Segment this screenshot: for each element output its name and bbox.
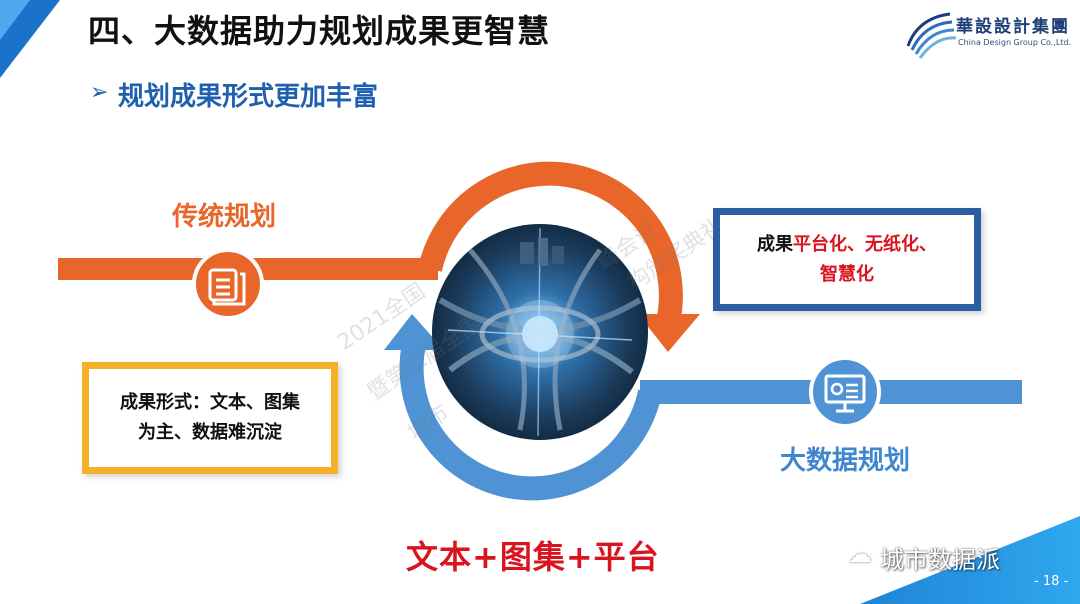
bigdata-result-line: 成果平台化、无纸化、 <box>757 230 937 260</box>
corner-decoration-bottom-right <box>860 516 1080 604</box>
bigdata-arrowhead <box>384 314 444 350</box>
bigdata-result-box: 成果平台化、无纸化、 智慧化 <box>713 208 981 311</box>
traditional-planning-label: 传统规划 <box>172 202 277 232</box>
corner-decoration-top-left-light <box>0 0 30 40</box>
page-title: 四、大数据助力规划成果更智慧 <box>88 12 551 50</box>
traditional-result-line: 为主、数据难沉淀 <box>138 422 282 443</box>
traditional-result-line: 成果形式：文本、图集 <box>120 392 300 413</box>
monitor-chart-icon <box>809 356 881 428</box>
arrow-bullet-icon: ➢ <box>90 80 109 105</box>
bigdata-planning-label: 大数据规划 <box>780 446 911 476</box>
wechat-account-name: 城市数据派 <box>880 546 1000 574</box>
bigdata-result-highlight: 智慧化 <box>820 263 874 285</box>
bigdata-arc <box>399 341 662 501</box>
traditional-arc <box>418 161 683 325</box>
section-subtitle: 规划成果形式更加丰富 <box>118 82 379 112</box>
traditional-arrowhead <box>638 314 700 352</box>
bigdata-result-prefix: 成果 <box>757 233 793 255</box>
company-logo-mark <box>906 12 957 59</box>
company-logo-english: China Design Group Co.,Ltd. <box>958 38 1072 47</box>
document-stack-icon <box>192 248 264 320</box>
company-logo-text: 華設設計集團 <box>956 17 1070 37</box>
bigdata-result-highlight: 平台化、无纸化、 <box>793 233 937 255</box>
city-interchange-photo <box>432 224 648 440</box>
wechat-icon: ☁ <box>848 540 872 568</box>
page-number: - 18 - <box>1034 574 1069 589</box>
result-formula: 文本+图集+平台 <box>406 538 660 576</box>
traditional-result-box: 成果形式：文本、图集 为主、数据难沉淀 <box>82 362 338 474</box>
